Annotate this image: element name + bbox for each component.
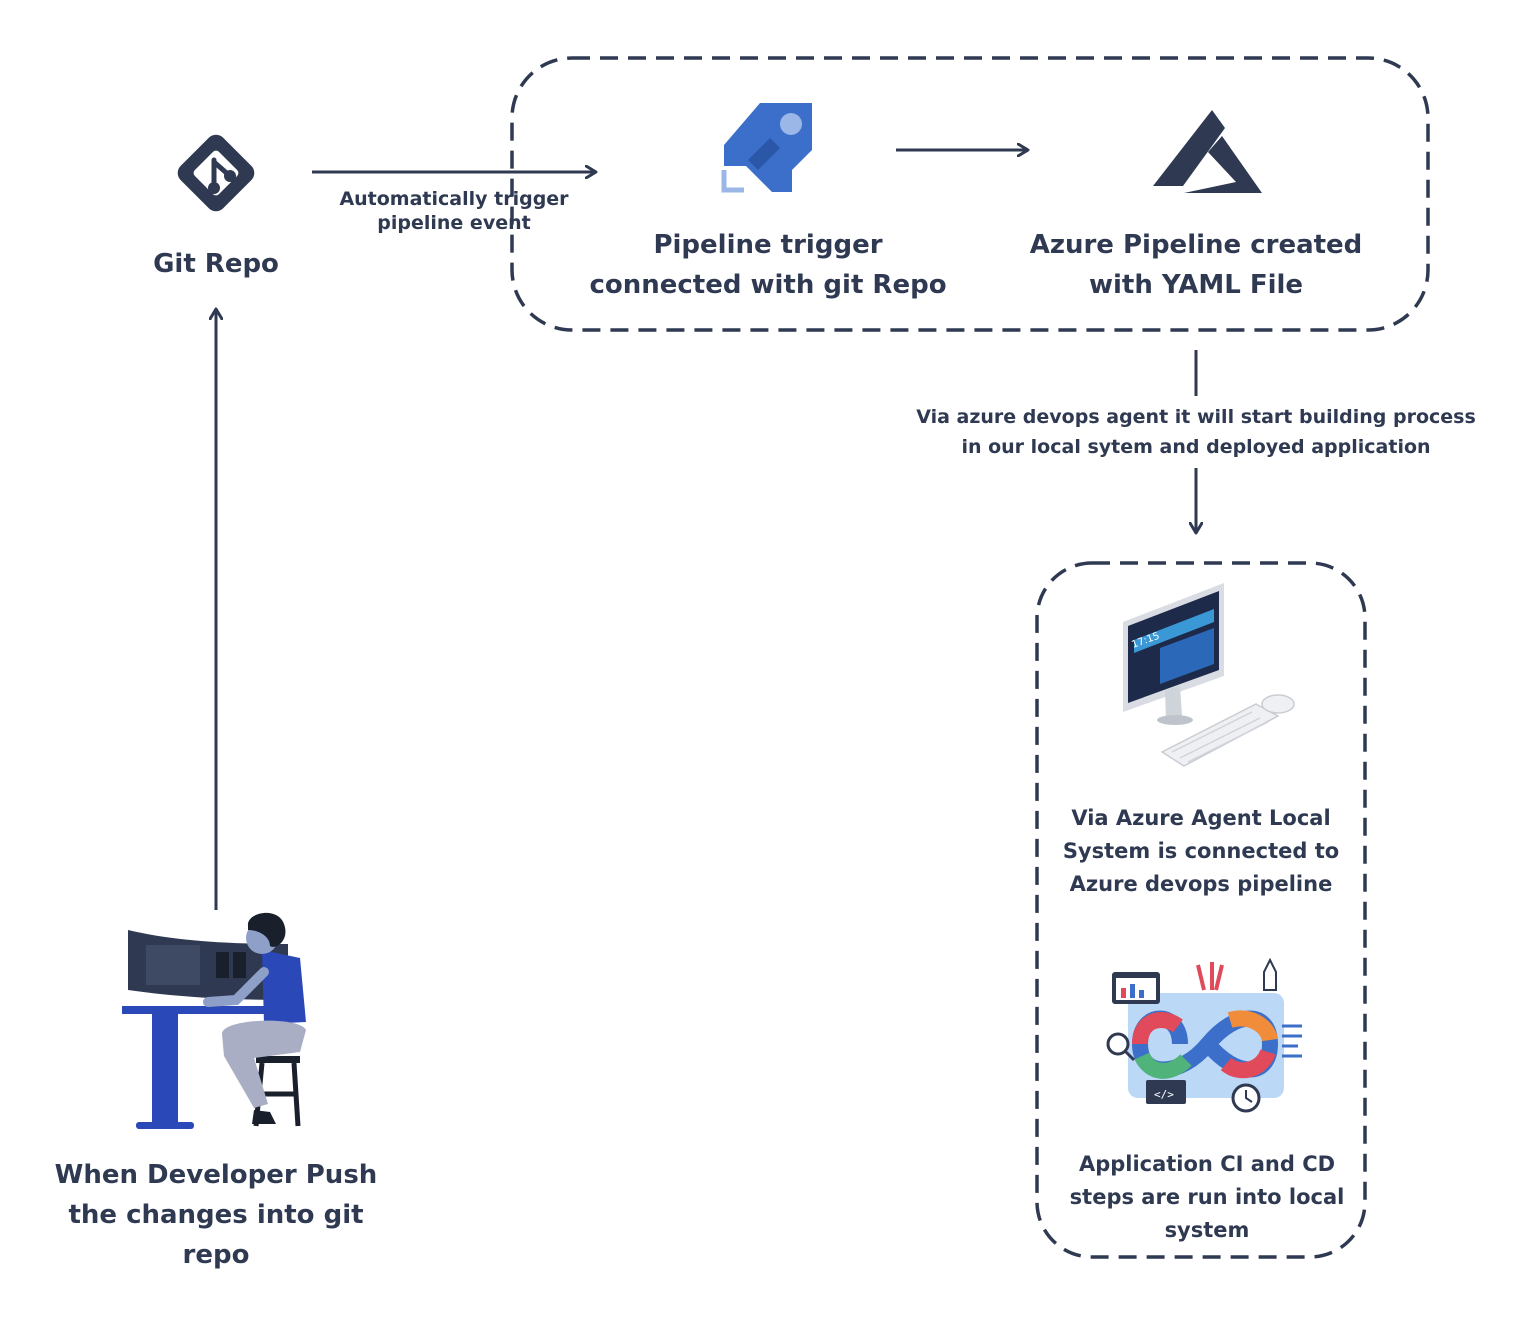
pipeline-group-box <box>510 56 1430 332</box>
azure-pipeline-label-line1: Azure Pipeline created <box>1029 230 1363 260</box>
developer-label-line1: When Developer Push <box>54 1160 378 1190</box>
azure-pipelines-icon <box>721 103 812 193</box>
local-system-label-line1: Via Azure Agent Local <box>1071 806 1331 830</box>
azure-pipeline-label-line2: with YAML File <box>1088 270 1304 300</box>
ci-cd-label-line3: system <box>1164 1218 1250 1242</box>
azure-pipeline-label: Azure Pipeline created with YAML File <box>1010 225 1382 305</box>
local-system-label: Via Azure Agent Local System is connecte… <box>1044 802 1358 901</box>
agent-edge-label-line2: in our local sytem and deployed applicat… <box>961 436 1431 458</box>
local-system-group-box <box>1035 561 1367 1259</box>
developer-label: When Developer Push the changes into git… <box>40 1155 392 1275</box>
ci-cd-label: Application CI and CD steps are run into… <box>1050 1148 1364 1247</box>
git-icon <box>177 134 255 212</box>
ci-cd-label-line1: Application CI and CD <box>1078 1152 1336 1176</box>
local-system-label-line3: Azure devops pipeline <box>1069 872 1333 896</box>
developer-label-line3: repo <box>182 1240 250 1270</box>
ci-cd-label-line2: steps are run into local <box>1069 1185 1345 1209</box>
trigger-edge-label: Automatically trigger pipeline event <box>316 188 592 236</box>
svg-text:</>: </> <box>1154 1088 1174 1101</box>
trigger-edge-label-line2: pipeline event <box>377 211 531 234</box>
pipeline-trigger-label-line1: Pipeline trigger <box>653 230 883 260</box>
azure-icon <box>1153 110 1262 193</box>
developer-illustration <box>122 912 306 1129</box>
trigger-edge-label-line1: Automatically trigger <box>339 188 569 210</box>
agent-edge-label-line1: Via azure devops agent it will start bui… <box>916 406 1476 428</box>
computer-icon: 17:15 <box>1123 583 1295 767</box>
git-repo-label: Git Repo <box>153 249 279 279</box>
agent-edge-label: Via azure devops agent it will start bui… <box>900 402 1492 462</box>
developer-label-line2: the changes into git <box>68 1200 364 1230</box>
local-system-label-line2: System is connected to <box>1062 839 1340 863</box>
pipeline-trigger-label-line2: connected with git Repo <box>589 270 947 300</box>
pipeline-trigger-label: Pipeline trigger connected with git Repo <box>578 225 958 305</box>
devops-infinity-icon: </> <box>1106 957 1302 1113</box>
